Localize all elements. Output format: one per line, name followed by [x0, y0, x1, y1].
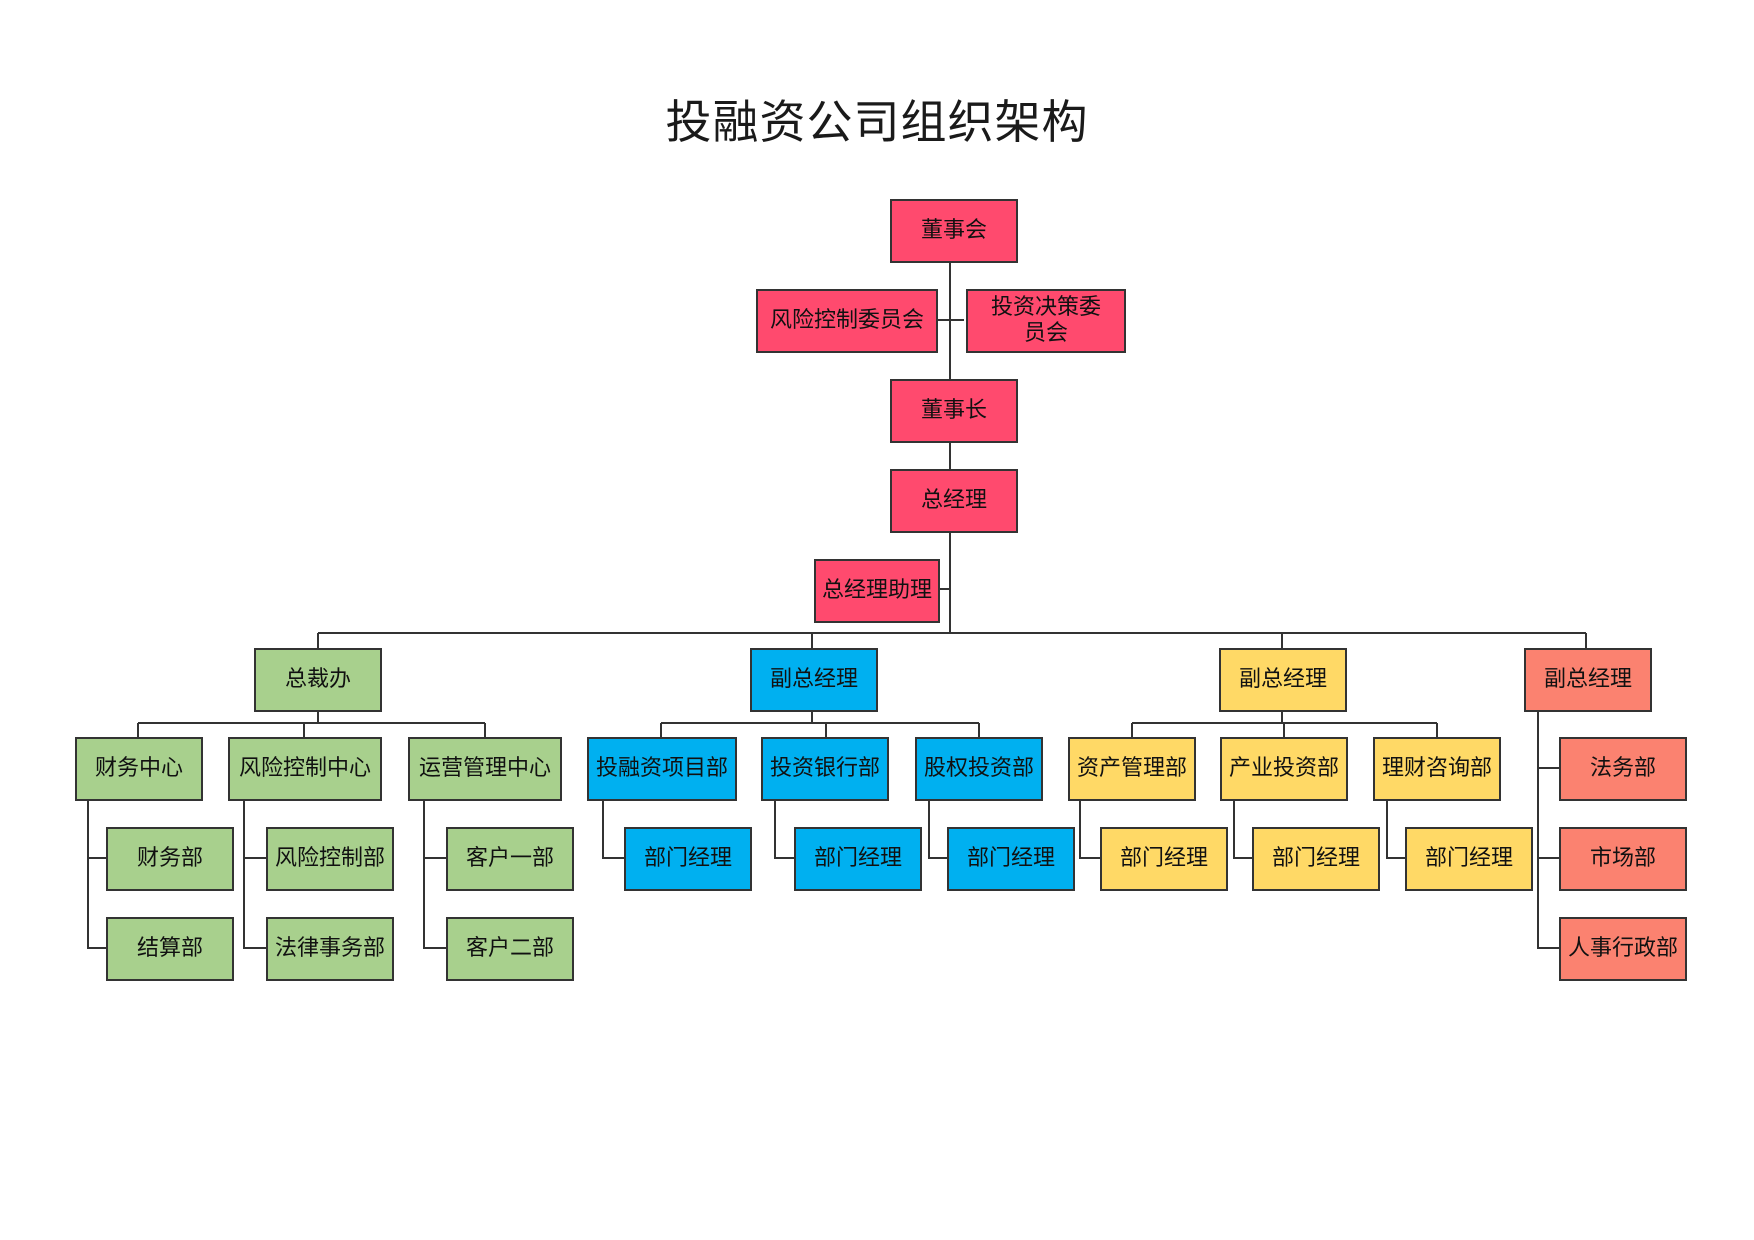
- settlement-dept-node[interactable]: 结算部: [106, 917, 234, 981]
- gm-assistant-node[interactable]: 总经理助理: [814, 559, 940, 623]
- risk-control-center-node[interactable]: 风险控制中心: [228, 737, 382, 801]
- investment-committee-node[interactable]: 投资决策委员会: [966, 289, 1126, 353]
- finance-dept-node[interactable]: 财务部: [106, 827, 234, 891]
- dept-manager-node[interactable]: 部门经理: [1252, 827, 1380, 891]
- president-office-node[interactable]: 总裁办: [254, 648, 382, 712]
- page-title: 投融资公司组织架构: [665, 95, 1089, 149]
- risk-committee-node[interactable]: 风险控制委员会: [756, 289, 938, 353]
- asset-management-dept-node[interactable]: 资产管理部: [1068, 737, 1196, 801]
- gm-node[interactable]: 总经理: [890, 469, 1018, 533]
- dept-manager-node[interactable]: 部门经理: [794, 827, 922, 891]
- risk-control-dept-node[interactable]: 风险控制部: [266, 827, 394, 891]
- client-dept-1-node[interactable]: 客户一部: [446, 827, 574, 891]
- legal-dept-node[interactable]: 法务部: [1559, 737, 1687, 801]
- equity-investment-dept-node[interactable]: 股权投资部: [915, 737, 1043, 801]
- dept-manager-node[interactable]: 部门经理: [1405, 827, 1533, 891]
- vp-asset-node[interactable]: 副总经理: [1219, 648, 1347, 712]
- dept-manager-node[interactable]: 部门经理: [1100, 827, 1228, 891]
- board-node[interactable]: 董事会: [890, 199, 1018, 263]
- industrial-investment-dept-node[interactable]: 产业投资部: [1220, 737, 1348, 801]
- dept-manager-node[interactable]: 部门经理: [947, 827, 1075, 891]
- wealth-advisory-dept-node[interactable]: 理财咨询部: [1373, 737, 1501, 801]
- operations-center-node[interactable]: 运营管理中心: [408, 737, 562, 801]
- investment-bank-dept-node[interactable]: 投资银行部: [761, 737, 889, 801]
- vp-investment-node[interactable]: 副总经理: [750, 648, 878, 712]
- legal-affairs-dept-node[interactable]: 法律事务部: [266, 917, 394, 981]
- vp-admin-node[interactable]: 副总经理: [1524, 648, 1652, 712]
- finance-center-node[interactable]: 财务中心: [75, 737, 203, 801]
- client-dept-2-node[interactable]: 客户二部: [446, 917, 574, 981]
- financing-project-dept-node[interactable]: 投融资项目部: [587, 737, 737, 801]
- marketing-dept-node[interactable]: 市场部: [1559, 827, 1687, 891]
- chairman-node[interactable]: 董事长: [890, 379, 1018, 443]
- dept-manager-node[interactable]: 部门经理: [624, 827, 752, 891]
- hr-admin-dept-node[interactable]: 人事行政部: [1559, 917, 1687, 981]
